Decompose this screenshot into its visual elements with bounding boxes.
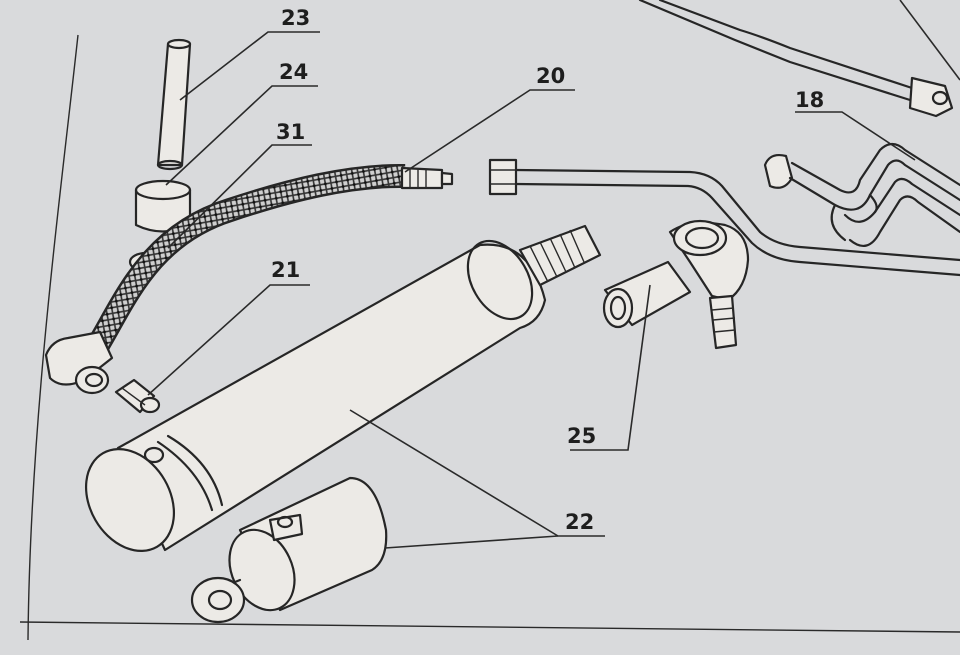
callout-25: 25: [567, 424, 596, 448]
steel-line-upper: [488, 158, 960, 277]
part-18-coiled-line: [763, 142, 960, 248]
callout-23: 23: [281, 6, 310, 30]
callout-20: 20: [536, 64, 565, 88]
part-25-tie-rod-end: [602, 219, 750, 350]
callout-24: 24: [279, 60, 308, 84]
part-22-cylinder-large: [84, 224, 602, 552]
page-bottom-line: [19, 621, 960, 633]
callout-21: 21: [271, 258, 300, 282]
callout-22: 22: [565, 510, 594, 534]
part-23-pin: [156, 38, 192, 171]
part-24-bushing: [134, 179, 192, 233]
part-22-cylinder-small: [190, 476, 388, 624]
page-margin-line: [27, 34, 79, 641]
callout-18: 18: [795, 88, 824, 112]
part-21-fitting: [114, 378, 161, 414]
upper-right-line: [638, 0, 960, 118]
callout-31: 31: [276, 120, 305, 144]
leader-lines: [147, 31, 916, 549]
part-20-braided-hose: [44, 163, 454, 395]
